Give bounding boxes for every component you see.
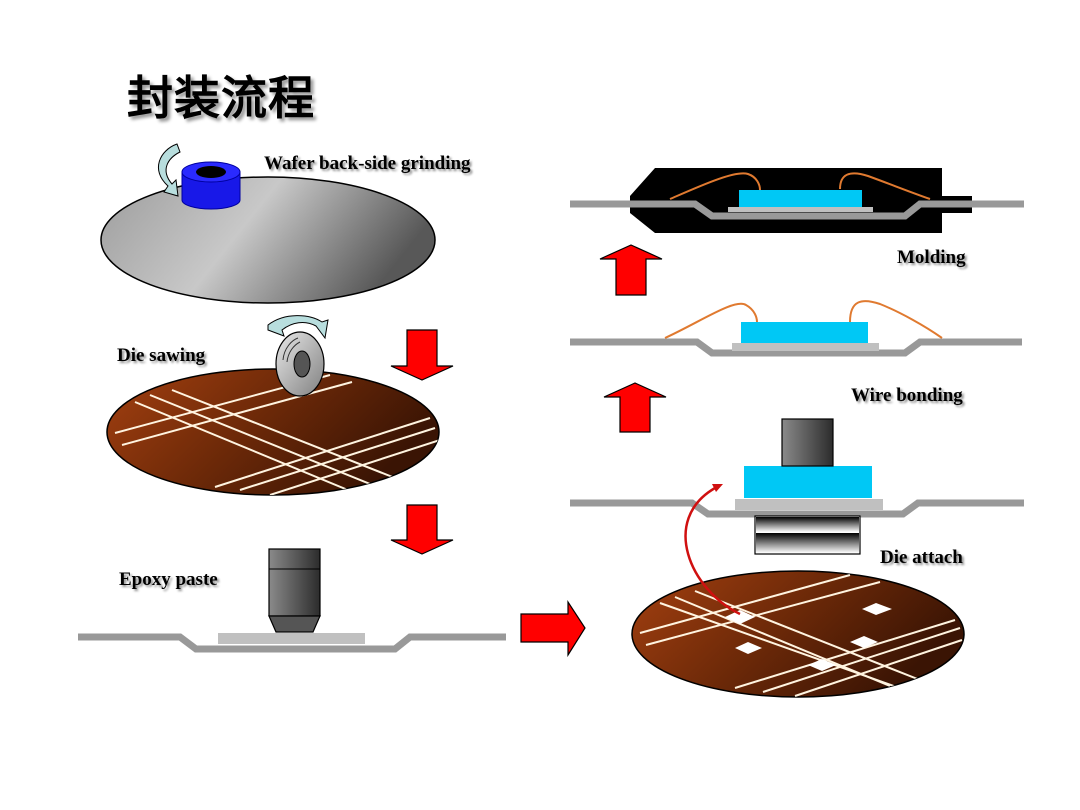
label-molding: Molding <box>897 247 966 268</box>
leadframe <box>570 200 1024 220</box>
die-squares <box>725 603 892 671</box>
rotation-arrow-icon <box>267 315 329 340</box>
leadframe <box>570 338 1022 357</box>
attach-wafer <box>570 418 1024 698</box>
rotation-arrow-icon <box>158 143 181 197</box>
bond-wire <box>849 300 943 339</box>
arrow-down-icon <box>390 504 454 555</box>
grinding-wafer <box>100 143 436 304</box>
label-die-sawing: Die sawing <box>117 345 206 366</box>
epoxy-leadframe <box>78 548 506 653</box>
die-pad <box>728 207 873 212</box>
heater-block-icon <box>754 515 861 555</box>
die-pad <box>732 343 879 351</box>
bond-wire <box>839 172 931 200</box>
leadframe <box>78 633 506 653</box>
arrow-up-icon <box>599 244 663 296</box>
pickup-tool-icon <box>781 418 834 467</box>
die <box>744 466 872 498</box>
die <box>739 190 862 207</box>
epoxy-pad <box>218 633 365 644</box>
gray-wafer <box>100 176 436 304</box>
sawing-wafer <box>106 315 440 496</box>
bonding-leadframe <box>570 300 1022 357</box>
saw-lines <box>114 374 439 495</box>
epoxy-dispenser-icon <box>268 548 321 633</box>
die-pad <box>735 499 883 510</box>
saw-blade-icon <box>275 331 325 397</box>
slide-title: 封装流程 <box>127 71 315 125</box>
bond-wire <box>669 172 761 200</box>
arrow-right-icon <box>520 599 586 658</box>
grinding-wheel-icon <box>181 161 241 210</box>
pick-arrowhead-icon <box>712 484 723 492</box>
label-die-attach: Die attach <box>880 547 963 568</box>
pick-path-arrow <box>684 486 741 616</box>
label-epoxy-paste: Epoxy paste <box>119 569 218 590</box>
molding-package <box>570 168 1024 233</box>
arrow-up-icon <box>603 382 667 433</box>
label-wire-bonding: Wire bonding <box>851 385 963 406</box>
arrow-down-icon <box>390 329 454 381</box>
die <box>741 322 868 343</box>
bond-wire <box>664 302 758 339</box>
saw-lines <box>639 574 963 697</box>
leadframe <box>570 499 1024 518</box>
label-wafer-back-side-grinding: Wafer back-side grinding <box>264 153 471 174</box>
